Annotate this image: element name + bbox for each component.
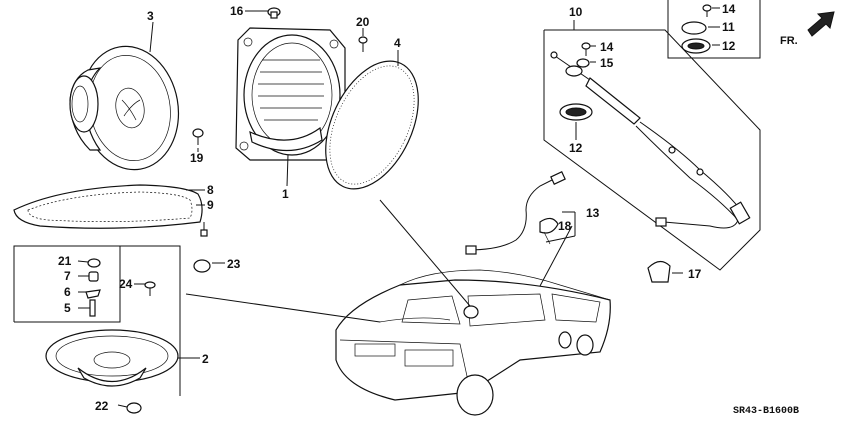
callout-2: 2	[202, 352, 209, 366]
callout-23: 23	[227, 257, 241, 271]
callout-labels: 3 16 20 4 1 19 8 9 23 2 22 21 7 6 5 24 1…	[58, 2, 736, 413]
antenna-cap-box	[667, 0, 761, 59]
screw-14-top	[702, 4, 712, 17]
pad-12-top	[681, 38, 711, 54]
callout-19: 19	[190, 151, 204, 165]
front-speaker-3	[69, 45, 180, 171]
callout-11: 11	[722, 20, 735, 34]
callout-14: 14	[600, 40, 614, 54]
bolt-14	[581, 42, 591, 56]
rear-grille-8-9	[13, 184, 208, 237]
antenna-kit-box	[543, 29, 761, 271]
callout-1: 1	[282, 187, 289, 201]
rear-speaker-subassembly-box	[13, 245, 181, 396]
screw-19	[192, 128, 204, 145]
callout-6: 6	[64, 285, 71, 299]
callout-14-top: 14	[722, 2, 736, 16]
callout-12: 12	[569, 141, 583, 155]
direction-label: FR.	[780, 35, 798, 47]
callout-21: 21	[58, 254, 72, 268]
callout-15: 15	[600, 56, 614, 70]
rear-speaker-2	[45, 329, 179, 387]
callout-8: 8	[207, 183, 214, 197]
callout-16: 16	[230, 4, 244, 18]
antenna-cable-13	[465, 171, 566, 255]
screw-24	[144, 281, 156, 296]
clip-18	[539, 217, 559, 245]
callout-7: 7	[64, 269, 71, 283]
callout-3: 3	[147, 9, 154, 23]
callout-17: 17	[688, 267, 702, 281]
screw-16	[267, 7, 281, 19]
callout-9: 9	[207, 198, 214, 212]
nut-22	[126, 402, 142, 414]
grommet-17	[647, 260, 671, 283]
callout-4: 4	[394, 36, 401, 50]
vehicle-body	[335, 269, 611, 416]
nut-21	[87, 258, 101, 268]
collar-7	[88, 271, 99, 282]
nut-15	[565, 58, 590, 77]
callout-13: 13	[586, 206, 600, 220]
antenna-rod-10	[550, 51, 751, 229]
cap-11	[681, 21, 707, 35]
leader-lines	[77, 7, 720, 408]
callout-18: 18	[558, 219, 572, 233]
diagram-code: SR43-B1600B	[733, 406, 799, 417]
bolt-5	[89, 299, 96, 317]
callout-12-top: 12	[722, 39, 736, 53]
speaker-holder-1	[235, 27, 346, 161]
nut-23	[193, 259, 211, 273]
callout-24: 24	[119, 277, 133, 291]
callout-5: 5	[64, 301, 71, 315]
clip-6	[85, 289, 101, 299]
callout-20: 20	[356, 15, 370, 29]
callout-10: 10	[569, 5, 583, 19]
antenna-base-12	[559, 103, 593, 121]
speaker-grille-4	[325, 60, 419, 190]
screw-20	[358, 36, 368, 52]
callout-22: 22	[95, 399, 109, 413]
front-direction-arrow: FR.	[780, 11, 835, 47]
